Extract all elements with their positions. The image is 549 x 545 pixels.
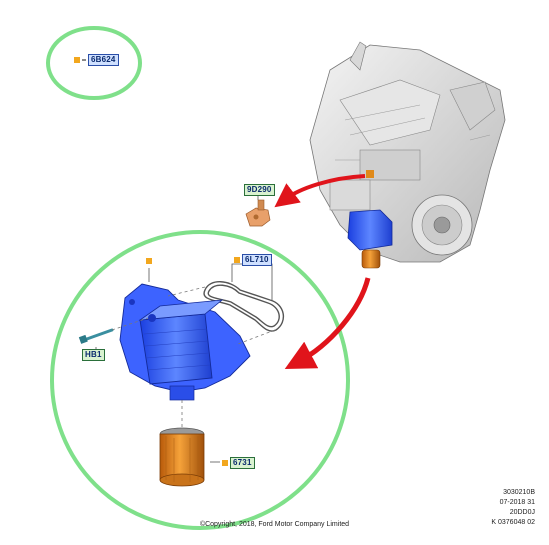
- part-label-9d290[interactable]: 9D290: [244, 184, 275, 196]
- reference-line: K 0376048 02: [491, 519, 535, 526]
- assembly-lines: [111, 286, 276, 428]
- part-label-6b624[interactable]: 6B624: [88, 54, 119, 66]
- callout-cooler-marker: [146, 258, 152, 264]
- reference-line: 20DD0J: [509, 509, 535, 516]
- callout-6b624[interactable]: 6B624: [74, 54, 119, 66]
- highlight-circle-small: [46, 26, 142, 100]
- arrow-to-exploded-view: [284, 277, 371, 370]
- callout-marker-icon: [74, 57, 80, 63]
- copyright-notice: ©Copyright, 2018, Ford Motor Company Lim…: [199, 521, 350, 528]
- part-label-hb1[interactable]: HB1: [82, 349, 105, 361]
- sensor-part: [245, 199, 271, 227]
- callout-6731[interactable]: 6731: [222, 457, 255, 469]
- engine-assembly: [309, 41, 506, 269]
- callout-marker-icon: [222, 460, 228, 466]
- oil-filter-part: [159, 427, 205, 487]
- callout-tick: [82, 59, 86, 61]
- callout-6l710[interactable]: 6L710: [234, 254, 272, 266]
- part-label-6731[interactable]: 6731: [230, 457, 255, 469]
- callout-marker-icon: [234, 257, 240, 263]
- callout-marker-icon: [146, 258, 152, 264]
- callout-9d290[interactable]: 9D290: [244, 184, 275, 196]
- reference-codes: 3030210B 07-2018 31 20DD0J K 0376048 02: [491, 488, 535, 528]
- reference-line: 3030210B: [503, 489, 535, 496]
- bolt-part: [78, 328, 114, 344]
- part-label-6l710[interactable]: 6L710: [242, 254, 272, 266]
- reference-line: 07-2018 31: [499, 499, 535, 506]
- callout-hb1[interactable]: HB1: [82, 349, 105, 361]
- highlight-circle-large: [50, 230, 350, 530]
- arrow-to-sensor: [274, 174, 366, 208]
- oil-cooler-part: [119, 283, 251, 401]
